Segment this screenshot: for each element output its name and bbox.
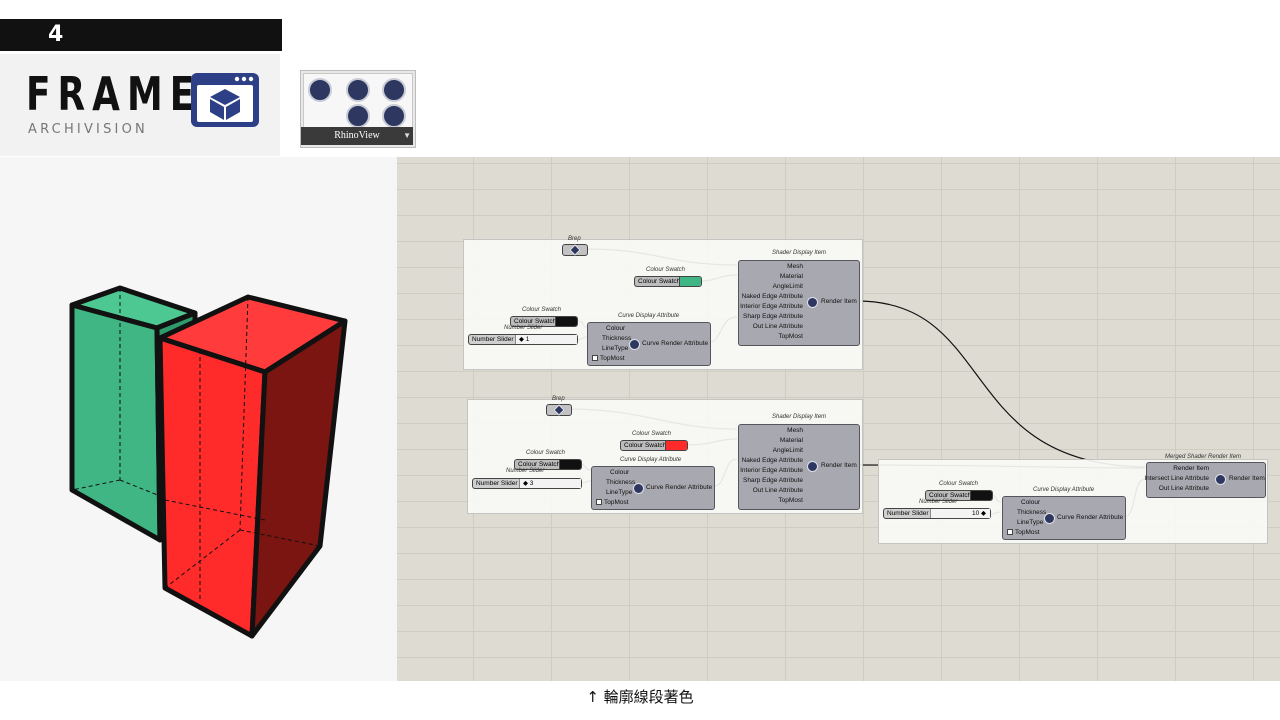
colour-swatch-black[interactable]: Colour Swatch (510, 316, 578, 327)
logo-panel: FRAME ARCHIVISION (0, 54, 280, 156)
colour-swatch-red[interactable]: Colour Swatch (620, 440, 688, 451)
curve-display-attribute-2[interactable]: Colour Thickness LineType TopMost Curve … (591, 466, 715, 510)
colour-swatch-green[interactable]: Colour Swatch (634, 276, 702, 287)
shader-render-icon (807, 461, 818, 472)
curve-inputs-2: Colour Thickness LineType TopMost (596, 468, 635, 508)
curve-inputs: Colour Thickness LineType TopMost (592, 324, 631, 364)
brep-param[interactable] (562, 244, 588, 256)
brep-label-2: Brep (552, 396, 565, 402)
curve-output-2: Curve Render Attribute (646, 484, 713, 491)
colour-swatch-black-3[interactable]: Colour Swatch (925, 490, 993, 501)
colour-swatch-black-2[interactable]: Colour Swatch (514, 459, 582, 470)
merge-inputs: Render Item Intersect Line Attribute Out… (1144, 465, 1209, 492)
slider-title-3: Number Slider (919, 499, 958, 505)
curve-render-icon (633, 483, 644, 494)
brep-label: Brep (568, 236, 581, 242)
grasshopper-canvas[interactable]: Brep Colour Swatch Colour Swatch Colour … (397, 157, 1280, 681)
merge-render-icon (1215, 474, 1226, 485)
logo-title: FRAME (26, 67, 202, 121)
curve-inputs-3: Colour Thickness LineType TopMost (1007, 498, 1046, 538)
brep-icon (569, 244, 581, 256)
number-slider-1[interactable]: Number Slider◆ 1 (468, 334, 578, 345)
curve-output-3: Curve Render Attribute (1057, 514, 1124, 521)
shader-output-2: Render Item (821, 462, 857, 469)
curve-display-attribute-1[interactable]: Colour Thickness LineType TopMost Curve … (587, 322, 711, 366)
slider-title: Number Slider (504, 325, 543, 331)
merge-render-icon[interactable] (382, 104, 406, 128)
curve-display-title-3: Curve Display Attribute (1033, 487, 1095, 493)
shader-title-2: Shader Display Item (772, 414, 827, 420)
brep-icon (553, 404, 565, 416)
logo-subtitle: ARCHIVISION (28, 122, 148, 137)
curve-swatch-title: Colour Swatch (522, 307, 562, 313)
swatch-title-2: Colour Swatch (632, 431, 672, 437)
curve-render-icon (629, 339, 640, 350)
number-slider-2[interactable]: Number Slider◆ 3 (472, 478, 582, 489)
toolbar-expand-icon[interactable]: ▼ (403, 131, 411, 140)
curve-display-icon[interactable] (346, 78, 370, 102)
shader-inputs: Mesh Material AngleLimit Naked Edge Attr… (740, 263, 803, 340)
slider-title-2: Number Slider (506, 468, 545, 474)
brep-param-2[interactable] (546, 404, 572, 416)
shader-render-icon (807, 297, 818, 308)
figure-caption: ↑ 輪廓線段著色 (586, 688, 694, 706)
curve-render-icon (1044, 513, 1055, 524)
shader-display-item-2[interactable]: Mesh Material AngleLimit Naked Edge Attr… (738, 424, 860, 510)
shader-inputs-2: Mesh Material AngleLimit Naked Edge Attr… (740, 427, 803, 504)
shader-output: Render Item (821, 298, 857, 305)
shader-title: Shader Display Item (772, 250, 827, 256)
toolbar-buttons (303, 73, 413, 129)
shader-display-icon[interactable] (308, 78, 332, 102)
curve-display-attribute-3[interactable]: Colour Thickness LineType TopMost Curve … (1002, 496, 1126, 540)
3d-model-illustration (69, 285, 348, 639)
section-banner: 4 VISUALIZATION (0, 19, 297, 79)
rhino-viewport (0, 157, 397, 681)
curve-display-title: Curve Display Attribute (618, 313, 680, 319)
curve-output: Curve Render Attribute (642, 340, 709, 347)
merged-shader-render-item[interactable]: Render Item Intersect Line Attribute Out… (1144, 462, 1266, 498)
curve-render-icon[interactable] (346, 104, 370, 128)
merge-group: Colour Swatch Colour Swatch Number Slide… (878, 454, 1268, 544)
3d-box-window-icon (191, 73, 259, 127)
shader-display-item-1[interactable]: Mesh Material AngleLimit Naked Edge Attr… (738, 260, 860, 346)
merge-title: Merged Shader Render Item (1165, 454, 1242, 460)
mesh-render-icon[interactable] (382, 78, 406, 102)
rhinoview-toolbar: RhinoView ▼ (300, 70, 416, 148)
curve-display-title-2: Curve Display Attribute (620, 457, 682, 463)
shader-group-1: Brep Colour Swatch Colour Swatch Colour … (463, 236, 863, 370)
swatch-title-3: Colour Swatch (939, 481, 979, 487)
toolbar-label: RhinoView (301, 127, 413, 145)
curve-swatch-title-2: Colour Swatch (526, 450, 566, 456)
red-block (157, 294, 348, 639)
shader-group-2: Brep Colour Swatch Colour Swatch Colour … (467, 396, 863, 514)
merge-output: Render Item (1229, 475, 1265, 482)
swatch-title: Colour Swatch (646, 267, 686, 273)
